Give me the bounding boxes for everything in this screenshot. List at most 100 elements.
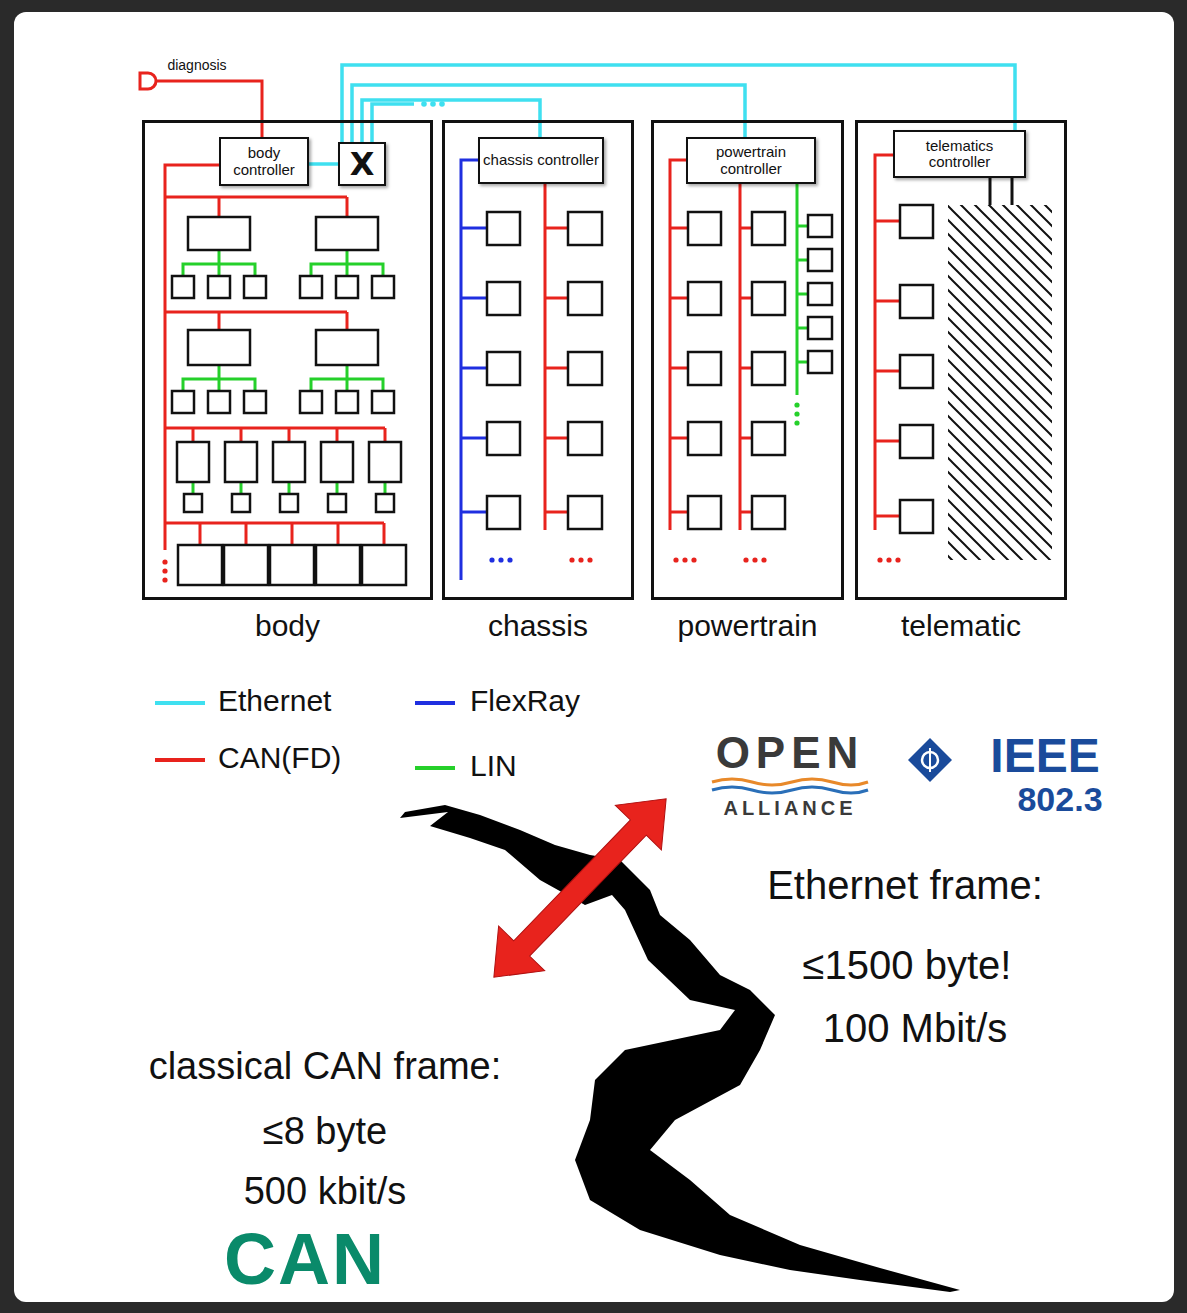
logo-text: 802.3: [1017, 780, 1102, 819]
ecu-box: [244, 391, 266, 413]
bus-line: [740, 437, 752, 440]
bus-line: [218, 312, 221, 330]
bus-line: [346, 365, 349, 379]
continuation-dot: [794, 420, 799, 425]
continuation-dot: [673, 557, 678, 562]
bus-line: [346, 312, 349, 330]
bus-line: [218, 365, 221, 379]
bus-line: [337, 523, 340, 545]
continuation-dot: [578, 557, 583, 562]
ecu-box: [280, 494, 298, 512]
bus-line: [740, 367, 752, 370]
controller-box: telematics controller: [893, 130, 1026, 178]
bus-line: [797, 225, 808, 228]
ecu-box: [900, 425, 933, 458]
continuation-dot: [761, 557, 766, 562]
ecu-box: [487, 212, 520, 245]
ecu-box: [184, 494, 202, 512]
ecu-box: [208, 276, 230, 298]
domain-label: body: [115, 609, 460, 643]
bus-line: [336, 428, 339, 442]
controller-label: body controller: [224, 145, 304, 177]
ethernet-link: [352, 85, 745, 142]
bus-line: [165, 311, 347, 314]
continuation-dot: [682, 557, 687, 562]
bus-line: [670, 437, 688, 440]
continuation-dot: [691, 557, 696, 562]
ecu-box: [270, 545, 314, 585]
ecu-box: [372, 276, 394, 298]
bus-line: [346, 264, 349, 276]
bus-line: [875, 370, 900, 373]
bus-line: [183, 379, 255, 391]
ecu-box: [362, 545, 406, 585]
bus-line: [311, 264, 383, 276]
bus-line: [461, 367, 487, 370]
note-text: ≤1500 byte!: [803, 942, 1012, 988]
domain-panel: bodybody controllerX: [142, 120, 433, 600]
ecu-box: [487, 422, 520, 455]
controller-box: body controller: [219, 137, 309, 186]
bus-line: [461, 297, 487, 300]
continuation-dot: [877, 557, 882, 562]
ecu-box: [224, 545, 268, 585]
domain-panel: telematictelematics controller: [855, 120, 1067, 600]
bus-line: [165, 196, 347, 199]
ecu-box: [487, 496, 520, 529]
bus-line: [291, 523, 294, 545]
open-alliance-waves: [712, 779, 868, 793]
ecu-box: [752, 282, 785, 315]
controller-box: powertrain controller: [686, 137, 816, 184]
bus-line: [346, 379, 349, 391]
bus-line: [545, 227, 568, 230]
legend-line: [155, 758, 205, 762]
bus-line: [192, 428, 195, 442]
ecu-boxes: [162, 205, 933, 585]
ecu-box: [321, 442, 353, 482]
note-text: 100 Mbit/s: [823, 1005, 1008, 1051]
domain-label: powertrain: [624, 609, 871, 643]
bus-line: [245, 523, 248, 545]
continuation-dot: [489, 557, 494, 562]
bus-line: [218, 379, 221, 391]
ecu-box: [568, 212, 602, 245]
controller-label: powertrain controller: [691, 144, 811, 176]
note-text: 500 kbit/s: [244, 1170, 407, 1214]
ecu-box: [808, 351, 832, 373]
bus-line: [336, 482, 339, 494]
ecu-box: [369, 442, 401, 482]
diagnosis-line: [156, 81, 262, 137]
bus-line: [461, 227, 487, 230]
ecu-box: [900, 355, 933, 388]
ethernet-switch: X: [338, 142, 386, 186]
bus-line: [875, 300, 900, 303]
bus-line: [740, 297, 752, 300]
bus-line: [461, 437, 487, 440]
ecu-box: [688, 496, 721, 529]
bus-line: [545, 437, 568, 440]
bus-line: [384, 482, 387, 494]
bus-line: [165, 522, 384, 525]
bus-line: [670, 227, 688, 230]
bus-line: [875, 155, 893, 530]
ecu-box: [752, 496, 785, 529]
continuation-dot: [162, 568, 167, 573]
ecu-box: [688, 282, 721, 315]
ecu-box: [172, 391, 194, 413]
ecu-box: [300, 391, 322, 413]
bus-line: [670, 297, 688, 300]
switch-symbol: X: [350, 148, 375, 180]
ecu-box: [900, 285, 933, 318]
bus-line: [218, 264, 221, 276]
ecu-box: [688, 422, 721, 455]
ieee-logo: [908, 738, 952, 782]
legend-label: FlexRay: [470, 684, 580, 719]
double-arrow: [471, 777, 689, 1000]
ecu-box: [900, 500, 933, 533]
domain-label: telematic: [828, 609, 1094, 643]
ecu-box: [808, 249, 832, 271]
ecu-box: [336, 276, 358, 298]
legend-line: [155, 701, 205, 705]
ethernet-link: [309, 162, 338, 166]
